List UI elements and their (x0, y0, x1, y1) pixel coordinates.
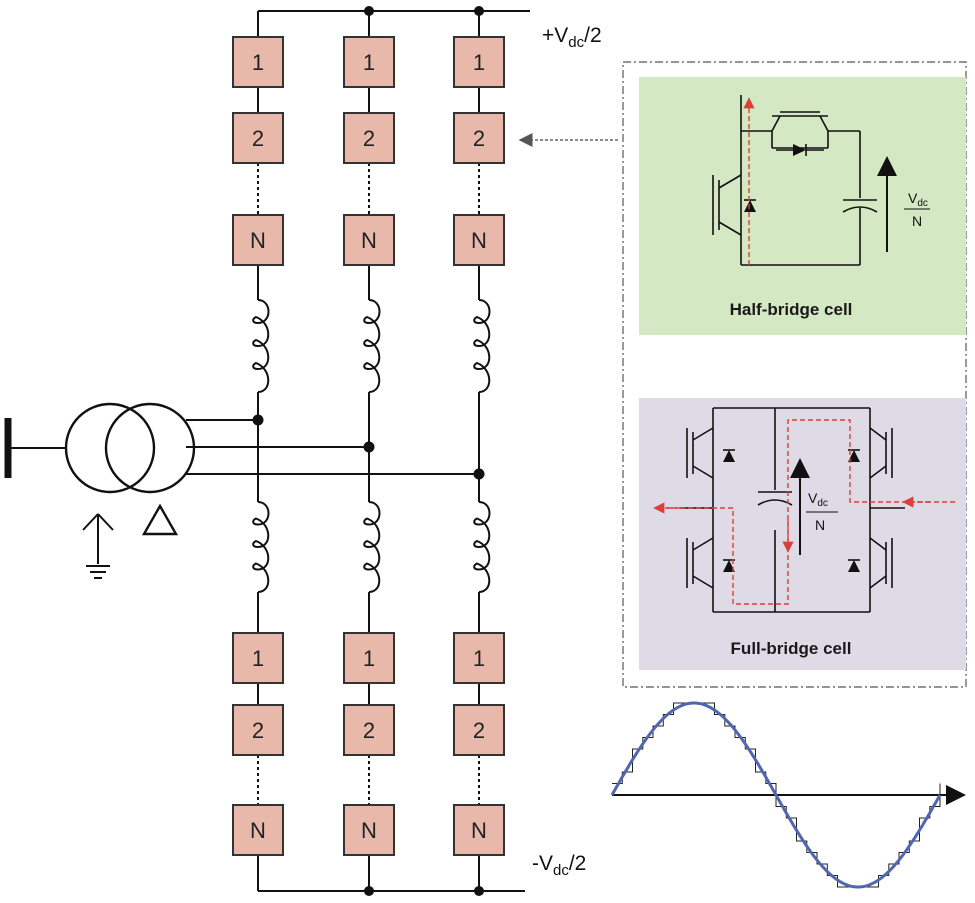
half-bridge-voltage-denominator: N (912, 213, 922, 229)
full-bridge-background (639, 398, 966, 670)
grid-and-transformer (4, 402, 196, 579)
submodule-cell: N (343, 214, 395, 266)
full-bridge-title: Full-bridge cell (731, 639, 852, 658)
submodule-cell: N (232, 214, 284, 266)
submodule-label: 1 (252, 646, 264, 671)
submodule-label: 1 (473, 646, 485, 671)
upper-igbt-icon (771, 111, 829, 156)
arm-inductor-icon (252, 501, 270, 593)
half-bridge-panel: Vdc N Half-bridge cell (639, 77, 966, 335)
submodule-label: N (250, 818, 266, 843)
arm-inductor-icon (363, 501, 381, 593)
delta-icon (141, 503, 179, 536)
submodule-cell: 2 (343, 112, 395, 164)
full-bridge-voltage-label: Vdc (808, 490, 828, 509)
arm-inductor-icon (252, 299, 270, 393)
submodule-cell: N (343, 804, 395, 856)
submodule-cell: 1 (232, 632, 284, 684)
submodule-label: N (361, 228, 377, 253)
transformer-secondary-winding (104, 402, 196, 494)
negative-rail-label: -Vdc/2 (532, 852, 586, 879)
cell-detail-frame (622, 61, 967, 688)
submodule-cell: 2 (343, 704, 395, 756)
submodule-cell: 1 (343, 36, 395, 88)
full-bridge-current-path (665, 419, 955, 605)
submodule-cell: 1 (453, 36, 505, 88)
submodule-cell: 1 (453, 632, 505, 684)
lower-igbt-icon (712, 174, 756, 236)
submodule-cell: N (453, 804, 505, 856)
submodule-label: 1 (363, 646, 375, 671)
arm-inductor-icon (363, 299, 381, 393)
submodule-cell: 2 (232, 704, 284, 756)
submodule-label: 2 (363, 718, 375, 743)
submodule-cell: N (453, 214, 505, 266)
submodule-label: 1 (473, 50, 485, 75)
half-bridge-background (639, 77, 966, 335)
submodule-label: 2 (363, 126, 375, 151)
submodule-cell: 2 (453, 112, 505, 164)
submodule-label: 2 (252, 718, 264, 743)
wye-grounded-icon (82, 513, 114, 579)
right-igbt-pair-icon (848, 427, 893, 589)
submodule-label: N (361, 818, 377, 843)
submodule-cell: 2 (453, 704, 505, 756)
ac-node (473, 468, 485, 480)
full-bridge-voltage-denominator: N (815, 517, 825, 533)
submodule-label: N (471, 818, 487, 843)
submodule-label: 1 (363, 50, 375, 75)
left-igbt-pair-icon (686, 427, 735, 589)
arm-inductor-icon (473, 299, 491, 393)
submodule-cell: 2 (232, 112, 284, 164)
submodule-label: 1 (252, 50, 264, 75)
submodule-label: 2 (252, 126, 264, 151)
output-waveform (610, 701, 966, 889)
submodule-label: N (250, 228, 266, 253)
sine-waveform (610, 701, 942, 889)
submodule-label: 2 (473, 718, 485, 743)
submodule-label: 2 (473, 126, 485, 151)
submodule-label: N (471, 228, 487, 253)
ac-node (363, 441, 375, 453)
half-bridge-title: Half-bridge cell (730, 300, 853, 319)
submodule-cell: 1 (343, 632, 395, 684)
submodule-cell: 1 (232, 36, 284, 88)
transformer-primary-winding (64, 402, 156, 494)
positive-rail-label: +Vdc/2 (542, 24, 602, 51)
ac-connections (186, 414, 485, 480)
full-bridge-panel: Vdc N Full-bridge cell (639, 398, 966, 670)
half-bridge-voltage-label: Vdc (908, 190, 928, 209)
ac-node (252, 414, 264, 426)
submodule-cell: N (232, 804, 284, 856)
arm-inductor-icon (473, 501, 491, 593)
